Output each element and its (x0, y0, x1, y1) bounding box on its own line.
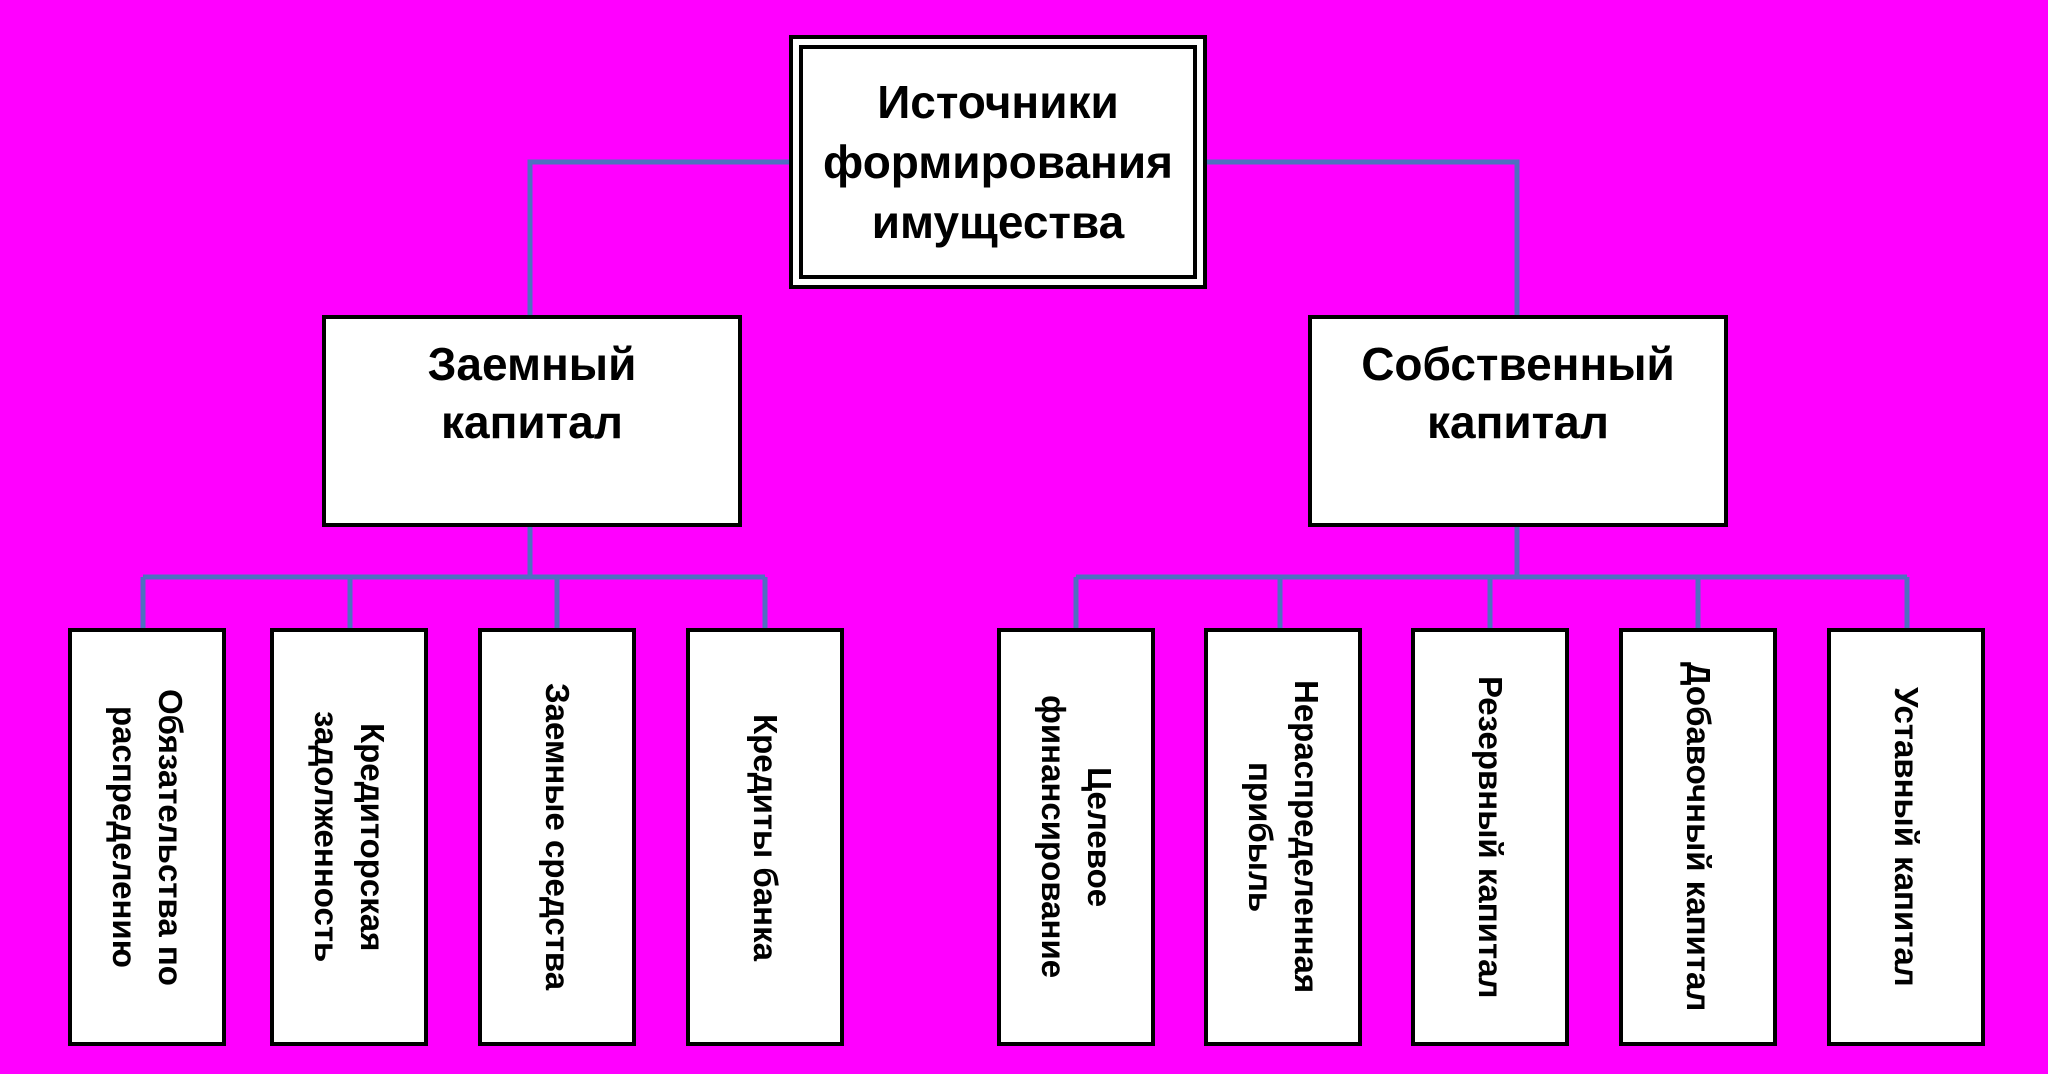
root-node: Источники формирования имущества (789, 35, 1207, 289)
leaf-node-label: Заемные средства (539, 683, 576, 991)
leaf-node-additional-capital: Добавочный капитал (1619, 628, 1777, 1046)
branch-node-label: Собственный капитал (1361, 338, 1675, 448)
leaf-node-accounts-payable: Кредиторская задолженность (270, 628, 428, 1046)
leaf-node-authorized-capital: Уставный капитал (1827, 628, 1985, 1046)
leaf-node-borrowed-funds: Заемные средства (478, 628, 636, 1046)
branch-node-borrowed-capital: Заемный капитал (322, 315, 742, 527)
leaf-node-label: Кредиты банка (747, 713, 784, 961)
branch-node-label: Заемный капитал (427, 338, 637, 448)
leaf-node-label: Резервный капитал (1472, 675, 1509, 999)
connector-root-right (1207, 159, 1520, 315)
branch-node-own-capital: Собственный капитал (1308, 315, 1728, 527)
leaf-node-label: Кредиторская задолженность (308, 711, 391, 963)
connector-root-left (527, 159, 789, 315)
leaf-node-target-financing: Целевое финансирование (997, 628, 1155, 1046)
leaf-node-label: Обязательства по распределению (106, 688, 189, 986)
root-node-label: Источники формирования имущества (823, 76, 1173, 248)
leaf-node-bank-loans: Кредиты банка (686, 628, 844, 1046)
leaf-node-label: Уставный капитал (1888, 687, 1925, 987)
leaf-node-label: Целевое финансирование (1035, 695, 1118, 979)
leaf-node-label: Нераспределенная прибыль (1242, 680, 1325, 994)
leaf-node-retained-earnings: Нераспределенная прибыль (1204, 628, 1362, 1046)
leaf-node-distribution-obligations: Обязательства по распределению (68, 628, 226, 1046)
leaf-node-label: Добавочный капитал (1680, 662, 1717, 1012)
leaf-node-reserve-capital: Резервный капитал (1411, 628, 1569, 1046)
